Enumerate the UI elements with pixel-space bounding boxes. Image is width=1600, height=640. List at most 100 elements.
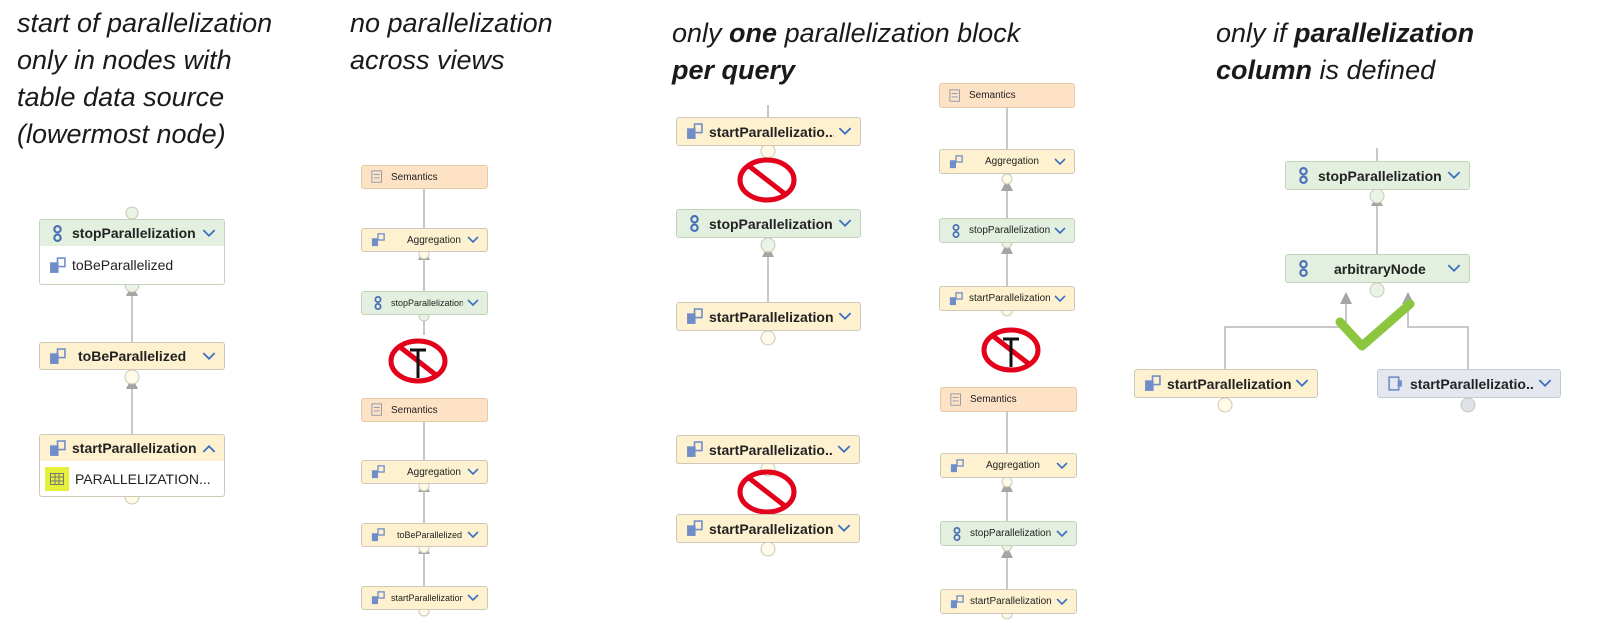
node-start-parallelization[interactable]: startParallelizatio...	[1377, 369, 1561, 398]
node-label: stopParallelization	[709, 215, 833, 232]
node-to-be-parallelized[interactable]: toBeParallelized	[39, 342, 225, 370]
node-semantics[interactable]: Semantics	[940, 387, 1077, 412]
chevron-down-icon[interactable]	[1295, 379, 1309, 388]
node-arbitrary[interactable]: arbitraryNode	[1285, 254, 1470, 283]
node-start-parallelization[interactable]: startParallelizatio...	[676, 117, 861, 146]
node-aggregation[interactable]: Aggregation	[940, 453, 1077, 478]
node-label: stopParallelization	[391, 298, 463, 308]
chevron-down-icon[interactable]	[467, 531, 479, 539]
caption-bold: one	[729, 18, 778, 48]
projection-icon	[690, 215, 699, 232]
chevron-down-icon[interactable]	[837, 524, 851, 533]
table-column-label: PARALLELIZATION...	[75, 470, 211, 487]
view-icon	[371, 591, 385, 605]
chevron-down-icon[interactable]	[467, 236, 479, 244]
view-icon	[949, 291, 963, 305]
chevron-down-icon[interactable]	[1056, 529, 1068, 538]
projection-icon	[53, 224, 62, 242]
caption-line: only in nodes with	[17, 45, 232, 75]
aggregation-icon	[371, 233, 385, 247]
node-stop-parallelization[interactable]: stopParallelization toBeParallelized	[39, 219, 225, 285]
caption-line: (lowermost node)	[17, 119, 226, 149]
semantics-icon	[949, 88, 960, 102]
caption-text: parallelization block	[777, 18, 1021, 48]
chevron-down-icon[interactable]	[1538, 379, 1552, 388]
node-to-be-parallelized[interactable]: toBeParallelized	[361, 523, 488, 547]
node-stop-parallelization[interactable]: stopParallelization	[361, 291, 488, 315]
semantics-icon	[950, 392, 961, 406]
table-function-icon	[1388, 376, 1402, 391]
node-label: Semantics	[969, 90, 1016, 101]
chevron-down-icon[interactable]	[1056, 461, 1068, 470]
aggregation-icon	[371, 465, 385, 479]
chevron-down-icon[interactable]	[837, 445, 851, 454]
node-label: startParallelizatio...	[709, 123, 834, 140]
node-stop-parallelization[interactable]: stopParallelization	[939, 218, 1075, 243]
caption-one-block: only one parallelization block per query	[672, 15, 1020, 89]
chevron-up-icon[interactable]	[202, 444, 216, 453]
projection-icon	[952, 223, 960, 238]
node-start-parallelization[interactable]: startParallelization	[939, 286, 1075, 311]
chevron-down-icon[interactable]	[467, 594, 479, 602]
semantics-icon	[371, 403, 382, 416]
node-label: startParallelization	[970, 596, 1052, 607]
node-label: Aggregation	[407, 234, 461, 246]
node-child-label: toBeParallelized	[72, 257, 174, 273]
chevron-down-icon[interactable]	[1447, 171, 1461, 180]
node-label: startParallelization	[72, 440, 197, 456]
chevron-down-icon[interactable]	[467, 468, 479, 476]
chevron-down-icon[interactable]	[1054, 157, 1066, 166]
node-semantics[interactable]: Semantics	[361, 398, 488, 422]
node-start-parallelization[interactable]: startParallelization	[676, 514, 860, 543]
projection-icon	[1299, 260, 1308, 277]
caption-line: table data source	[17, 82, 225, 112]
node-label: startParallelization	[709, 520, 833, 537]
projection-icon	[1299, 167, 1308, 184]
chevron-down-icon[interactable]	[838, 127, 852, 136]
view-icon	[50, 439, 66, 456]
chevron-down-icon[interactable]	[467, 299, 479, 307]
node-aggregation[interactable]: Aggregation	[361, 228, 488, 252]
node-semantics[interactable]: Semantics	[939, 83, 1075, 108]
chevron-down-icon[interactable]	[202, 228, 216, 238]
view-icon	[687, 520, 703, 536]
aggregation-icon	[949, 154, 963, 168]
node-stop-parallelization[interactable]: stopParallelization	[676, 209, 861, 238]
chevron-down-icon[interactable]	[1054, 226, 1066, 235]
chevron-down-icon[interactable]	[1447, 264, 1461, 273]
caption-line: across views	[350, 45, 505, 75]
node-start-parallelization[interactable]: startParallelization	[1134, 369, 1318, 398]
view-icon	[687, 123, 703, 139]
view-icon	[687, 308, 703, 324]
node-aggregation[interactable]: Aggregation	[939, 149, 1075, 174]
node-semantics[interactable]: Semantics	[361, 165, 488, 189]
chevron-down-icon[interactable]	[202, 351, 216, 361]
node-start-parallelization[interactable]: startParallelizatio...	[676, 435, 860, 464]
node-aggregation[interactable]: Aggregation	[361, 460, 488, 484]
chevron-down-icon[interactable]	[1056, 597, 1068, 606]
chevron-down-icon[interactable]	[1054, 294, 1066, 303]
node-start-parallelization[interactable]: startParallelization	[676, 302, 861, 331]
node-start-parallelization[interactable]: startParallelization PARALLELIZATION...	[39, 434, 225, 497]
node-label: startParallelization	[391, 593, 463, 603]
node-label: toBeParallelized	[397, 530, 463, 540]
chevron-down-icon[interactable]	[838, 219, 852, 228]
node-stop-parallelization[interactable]: stopParallelization	[940, 521, 1077, 546]
node-label: startParallelization	[709, 308, 834, 325]
node-label: Aggregation	[985, 156, 1039, 167]
node-stop-parallelization[interactable]: stopParallelization	[1285, 161, 1470, 190]
caption-text: is defined	[1312, 55, 1436, 85]
caption-bold: column	[1216, 55, 1313, 85]
check-icon	[1335, 299, 1415, 351]
view-icon	[371, 528, 385, 542]
node-label: Semantics	[391, 404, 438, 416]
caption-line: no parallelization	[350, 8, 553, 38]
caption-column-defined: only if parallelization column is define…	[1216, 15, 1474, 89]
node-start-parallelization[interactable]: startParallelization	[940, 589, 1077, 614]
node-label: Semantics	[970, 394, 1017, 405]
chevron-down-icon[interactable]	[838, 312, 852, 321]
node-label: arbitraryNode	[1334, 260, 1426, 277]
node-label: stopParallelization	[969, 225, 1050, 236]
node-label: startParallelizatio...	[1410, 375, 1534, 392]
node-start-parallelization[interactable]: startParallelization	[361, 586, 488, 610]
